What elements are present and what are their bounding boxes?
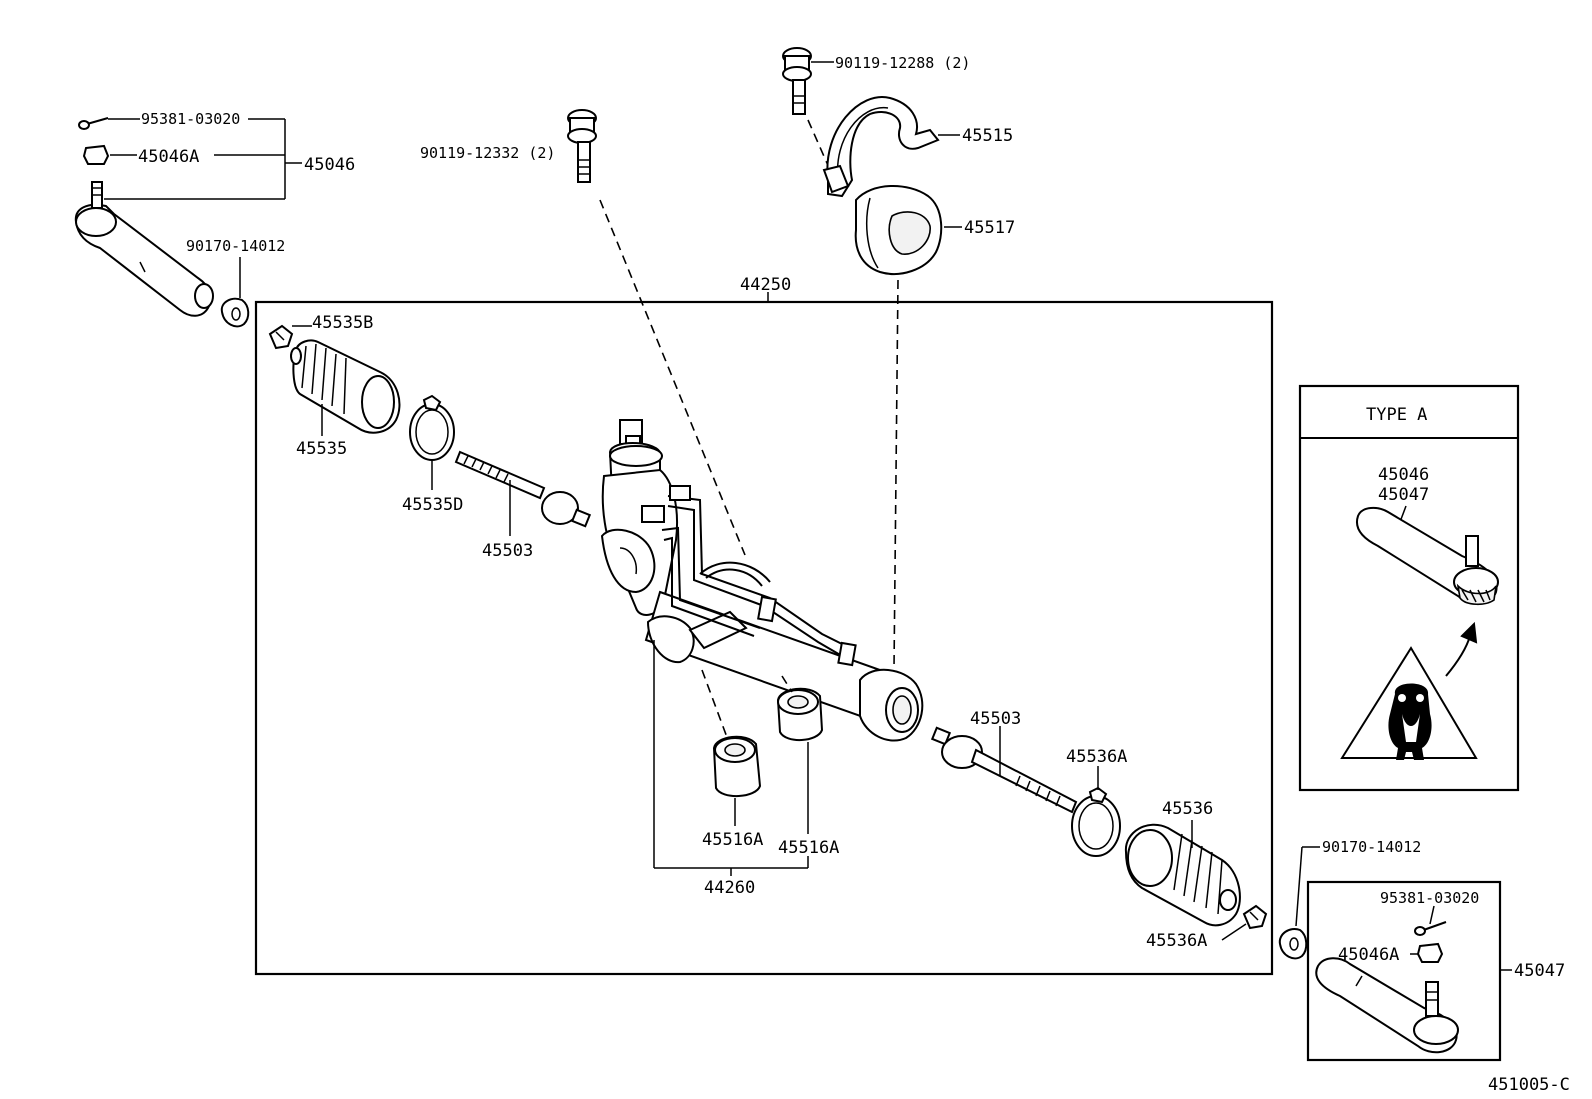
- label-45536A-bottom: 45536A: [1146, 931, 1207, 951]
- label-45516A-2: 45516A: [778, 838, 839, 858]
- label-90119-12288: 90119-12288 (2): [835, 54, 970, 72]
- nut-90170-left: [220, 297, 250, 328]
- grommet-45517: [854, 185, 943, 275]
- clip-45536A-bottom: [1242, 904, 1268, 930]
- label-45516A-1: 45516A: [702, 830, 763, 850]
- label-90170-14012-left: 90170-14012: [186, 237, 285, 255]
- bushing-45516A-1: [712, 735, 762, 797]
- clamp-45536A-top: [1071, 786, 1121, 857]
- bracket-45515: [822, 95, 940, 198]
- label-90119-12332: 90119-12332 (2): [420, 144, 555, 162]
- assembly-box-44250: [254, 300, 1274, 976]
- label-45515: 45515: [962, 126, 1013, 146]
- label-45046A-left: 45046A: [138, 147, 199, 167]
- label-45046A-right: 45046A: [1338, 945, 1399, 965]
- bushing-45516A-2: [776, 687, 824, 741]
- type-a-part-45047: 45047: [1378, 485, 1429, 505]
- bolt-90119-12332: [567, 109, 597, 183]
- figure-code: 451005-C: [1488, 1075, 1570, 1095]
- tie-rod-end-left: [74, 181, 214, 317]
- label-45535: 45535: [296, 439, 347, 459]
- label-45503-right: 45503: [970, 709, 1021, 729]
- tie-rod-right-45503: [930, 726, 1078, 814]
- type-a-box: [1298, 384, 1520, 792]
- clamp-45535D: [409, 394, 455, 461]
- tie-rod-end-right-box: [1306, 880, 1502, 1062]
- tie-rod-end-right: [1315, 957, 1459, 1054]
- label-44250: 44250: [740, 275, 791, 295]
- label-45536: 45536: [1162, 799, 1213, 819]
- label-45536A-top: 45536A: [1066, 747, 1127, 767]
- label-45535D: 45535D: [402, 495, 463, 515]
- label-45047: 45047: [1514, 961, 1565, 981]
- type-a-arrow: [1445, 635, 1471, 677]
- steering-gear-housing: [600, 419, 924, 742]
- castle-nut-left: [82, 144, 110, 165]
- cotter-pin-right: [1414, 921, 1447, 936]
- label-44260: 44260: [704, 878, 755, 898]
- type-a-title: TYPE A: [1366, 405, 1427, 425]
- boot-45536: [1124, 823, 1241, 927]
- label-45535B: 45535B: [312, 313, 373, 333]
- bolt-90119-12288: [782, 47, 812, 115]
- type-a-tie-rod-end: [1356, 506, 1499, 606]
- type-a-part-45046: 45046: [1378, 465, 1429, 485]
- label-95381-03020-right: 95381-03020: [1380, 889, 1479, 907]
- nut-90170-right: [1278, 928, 1308, 960]
- label-45517: 45517: [964, 218, 1015, 238]
- label-45046: 45046: [304, 155, 355, 175]
- label-45503-left: 45503: [482, 541, 533, 561]
- clip-45535B: [268, 324, 294, 350]
- warning-triangle-icon: [1340, 646, 1478, 760]
- label-90170-14012-right: 90170-14012: [1322, 838, 1421, 856]
- boot-45535: [290, 339, 401, 434]
- castle-nut-right: [1416, 942, 1444, 963]
- label-95381-03020-left: 95381-03020: [141, 110, 240, 128]
- tie-rod-left-45503: [454, 450, 592, 528]
- cotter-pin-left: [78, 117, 109, 130]
